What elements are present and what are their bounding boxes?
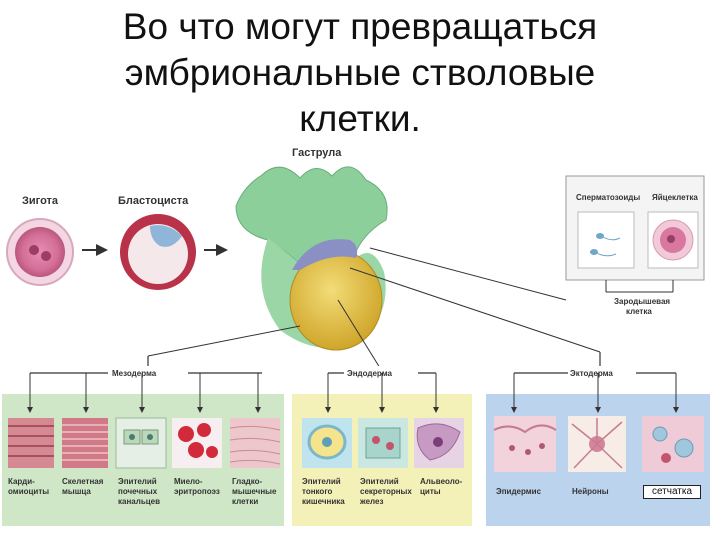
mesoderm-panel: Мезодерма	[2, 356, 284, 526]
germ-cell-label-2: клетка	[626, 307, 652, 316]
mesoderm-cell-1-line2: омиоциты	[8, 487, 49, 496]
blastocyst-label: Бластоциста	[118, 195, 189, 207]
alveolocytes-image	[414, 418, 464, 468]
secretory-gland-epithelium-image	[358, 418, 408, 468]
endoderm-pointer	[337, 299, 381, 369]
mesoderm-label: Мезодерма	[112, 369, 157, 378]
ectoderm-label: Эктодерма	[570, 369, 613, 378]
retina-image	[642, 416, 704, 472]
endoderm-cell-2-line2: секреторных	[360, 487, 412, 496]
endoderm-label: Эндодерма	[347, 369, 393, 378]
mesoderm-cell-4-line2: эритропоэз	[174, 487, 220, 496]
mesoderm-cell-2-line2: мышца	[62, 487, 91, 496]
endoderm-cell-3-line2: циты	[420, 487, 441, 496]
mesoderm-cell-3-line3: канальцев	[118, 497, 160, 506]
retina-label: сетчатка	[643, 485, 701, 499]
cardiomyocytes-image	[8, 418, 54, 468]
mesoderm-cell-2-line1: Скелетная	[62, 477, 104, 486]
gastrula-image	[235, 166, 388, 351]
mesoderm-cell-4-line1: Миело-	[174, 477, 203, 486]
svg-text:Миело-эритропоэз: Миело-эритропоэз	[174, 477, 220, 496]
mesoderm-cell-1-line1: Карди-	[8, 477, 35, 486]
zygote-image	[6, 218, 74, 286]
title-line-2: эмбриональные стволовые	[124, 52, 596, 93]
endoderm-cell-2-line1: Эпителий	[360, 477, 399, 486]
svg-text:Карди-омиоциты: Карди-омиоциты	[8, 477, 49, 496]
gastrula-label: Гаструла	[292, 147, 342, 159]
ectoderm-panel: Эктодерма Эпидермис Нейроны	[486, 352, 710, 526]
mesoderm-cell-5-line3: клетки	[232, 497, 258, 506]
sperm-label: Сперматозоиды	[576, 193, 640, 202]
epidermis-image	[493, 416, 557, 472]
title-line-1: Во что могут превращаться	[122, 6, 598, 47]
endoderm-cell-1-line2: тонкого	[302, 487, 333, 496]
myeloerythropoiesis-image	[172, 418, 222, 468]
endoderm-cell-2-line3: желез	[359, 497, 383, 506]
neurons-image	[568, 416, 626, 472]
kidney-tubule-epithelium-image	[115, 417, 167, 469]
small-intestine-epithelium-image	[302, 418, 352, 468]
blastocyst-image	[120, 214, 196, 290]
mesoderm-cell-3-line2: почечных	[118, 487, 158, 496]
endoderm-cell-1-line1: Эпителий	[302, 477, 341, 486]
slide-title: Во что могут превращаться эмбриональные …	[0, 4, 720, 142]
smooth-muscle-image	[229, 418, 281, 468]
title-line-3: клетки.	[299, 98, 421, 139]
egg-label: Яйцеклетка	[652, 193, 698, 202]
ectoderm-cell-1-label: Эпидермис	[496, 487, 542, 496]
germline-panel: Сперматозоиды Яйцеклетка Зародышевая кле…	[565, 175, 705, 316]
zygote-label: Зигота	[22, 195, 59, 207]
mesoderm-pointer	[147, 325, 301, 357]
ectoderm-cell-2-label: Нейроны	[572, 487, 609, 496]
germline-pointer	[369, 247, 567, 301]
ectoderm-pointer	[349, 267, 601, 353]
sperm-cells-image	[590, 233, 621, 257]
germ-cell-label-1: Зародышевая	[614, 297, 670, 306]
egg-cell-image	[652, 219, 694, 261]
endoderm-cell-3-line1: Альвеоло-	[420, 477, 463, 486]
mesoderm-cell-3-line1: Эпителий	[118, 477, 157, 486]
svg-text:Альвеоло-циты: Альвеоло-циты	[420, 477, 463, 496]
endoderm-cell-1-line3: кишечника	[302, 497, 345, 506]
mesoderm-cell-5-line2: мышечные	[232, 487, 277, 496]
skeletal-muscle-image	[62, 418, 108, 468]
mesoderm-cell-5-line1: Гладко-	[232, 477, 263, 486]
